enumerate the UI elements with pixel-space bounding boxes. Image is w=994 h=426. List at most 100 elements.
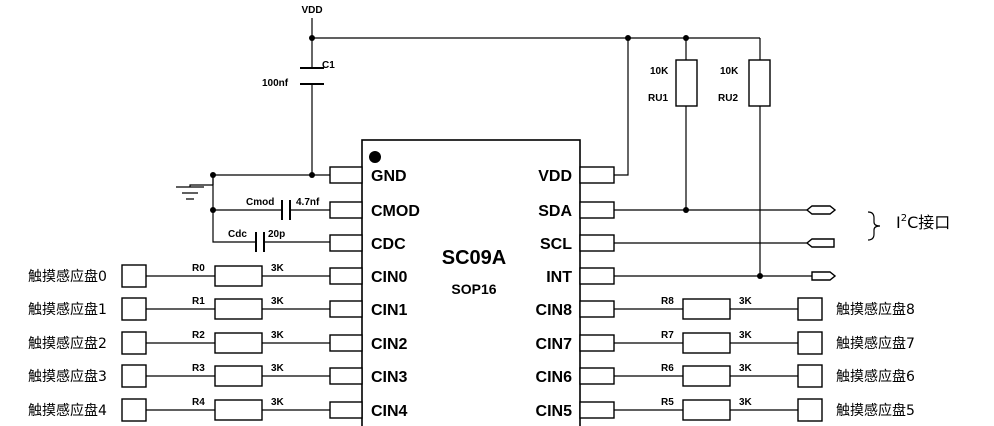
touch-channel-r0: R0 3K 触摸感应盘0 <box>28 263 330 288</box>
touch-channel-r3: R3 3K 触摸感应盘3 <box>28 363 330 388</box>
touch-pad-icon <box>797 297 823 321</box>
junction-dot <box>309 35 315 41</box>
ru2-name: RU2 <box>718 93 738 104</box>
resistor-name: R3 <box>192 363 205 374</box>
pin-label-cin4: CIN4 <box>371 403 408 420</box>
resistor-r1 <box>214 298 263 320</box>
resistor-value: 3K <box>739 296 753 307</box>
vdd-supply-label: VDD <box>301 5 322 16</box>
capacitor-cdc <box>250 232 330 252</box>
touch-pad-label: 触摸感应盘2 <box>28 335 107 352</box>
resistor-name: R0 <box>192 263 205 274</box>
pin-label-vdd: VDD <box>538 168 572 185</box>
touch-pad-icon <box>121 398 147 422</box>
sda-connector-icon <box>805 205 837 215</box>
chip-package: SOP16 <box>451 281 496 297</box>
touch-pad-icon <box>121 331 147 355</box>
capacitor-cmod <box>278 200 330 220</box>
pin-label-gnd: GND <box>371 168 407 185</box>
junction-dot <box>683 35 689 41</box>
ru2-value: 10K <box>720 66 739 77</box>
touch-pad-label: 触摸感应盘7 <box>836 335 915 352</box>
resistor-r3 <box>214 365 263 387</box>
interface-brace-icon <box>867 211 881 241</box>
pin-stub-right-cin7 <box>579 334 615 352</box>
pin-label-scl: SCL <box>540 236 572 253</box>
resistor-value: 3K <box>739 363 753 374</box>
pin-stub-right-scl <box>579 234 615 252</box>
resistor-r0 <box>214 265 263 287</box>
resistor-name: R4 <box>192 397 205 408</box>
ic-body <box>361 139 581 426</box>
cdc-name: Cdc <box>228 229 247 240</box>
power-wiring <box>309 18 763 279</box>
touch-pad-label: 触摸感应盘4 <box>28 402 107 419</box>
i2c-interface-label: I2C接口 <box>896 213 950 232</box>
resistor-r6 <box>682 365 731 387</box>
ru1-name: RU1 <box>648 93 668 104</box>
touch-pad-label: 触摸感应盘1 <box>28 301 107 318</box>
pin-stub-right-sda <box>579 201 615 219</box>
pin-label-cin6: CIN6 <box>536 369 573 386</box>
pin-stub-left-cin2 <box>329 334 363 352</box>
junction-dot <box>625 35 631 41</box>
pin-label-cin3: CIN3 <box>371 369 408 386</box>
touch-pad-label: 触摸感应盘0 <box>28 268 107 285</box>
touch-pad-icon <box>797 331 823 355</box>
resistor-ru1 <box>675 59 698 107</box>
pin-label-int: INT <box>546 269 572 286</box>
resistor-r2 <box>214 332 263 354</box>
resistor-value: 3K <box>739 330 753 341</box>
pin-stub-left-cin4 <box>329 401 363 419</box>
touch-channel-r4: R4 3K 触摸感应盘4 <box>28 397 330 422</box>
ground-symbol <box>176 172 312 243</box>
resistor-r4 <box>214 399 263 421</box>
resistor-r8 <box>682 298 731 320</box>
touch-pad-label: 触摸感应盘6 <box>836 368 915 385</box>
pin-stub-right-int <box>579 267 615 285</box>
touch-pad-icon <box>797 364 823 388</box>
pin-label-cmod: CMOD <box>371 203 420 220</box>
pin-stub-left-gnd <box>329 166 363 184</box>
pin-label-cin1: CIN1 <box>371 302 408 319</box>
cmod-value: 4.7nf <box>296 197 320 208</box>
junction-dot <box>210 207 216 213</box>
pin-stub-right-vdd <box>579 166 615 184</box>
pin-label-cin7: CIN7 <box>536 336 573 353</box>
pin1-marker-dot <box>369 151 381 163</box>
i2c-bus <box>614 205 881 281</box>
junction-dot <box>210 172 216 178</box>
resistor-value: 3K <box>271 363 285 374</box>
resistor-value: 3K <box>739 397 753 408</box>
chip-name: SC09A <box>442 247 506 269</box>
resistor-value: 3K <box>271 263 285 274</box>
pin-stub-left-cin3 <box>329 367 363 385</box>
resistor-value: 3K <box>271 296 285 307</box>
touch-pad-label: 触摸感应盘5 <box>836 402 915 419</box>
resistor-ru2 <box>748 59 771 107</box>
cdc-value: 20p <box>268 229 285 240</box>
pin-stub-left-cin1 <box>329 300 363 318</box>
cmod-name: Cmod <box>246 197 274 208</box>
pin-label-cin2: CIN2 <box>371 336 408 353</box>
pin-label-cin5: CIN5 <box>536 403 573 420</box>
touch-pad-icon <box>121 364 147 388</box>
pin-stub-left-cin0 <box>329 267 363 285</box>
touch-pad-icon <box>797 398 823 422</box>
resistor-value: 3K <box>271 397 285 408</box>
capacitor-c1 <box>300 65 324 88</box>
resistor-value: 3K <box>271 330 285 341</box>
pin-label-cin0: CIN0 <box>371 269 408 286</box>
pin-stub-right-cin8 <box>579 300 615 318</box>
touch-pad-label: 触摸感应盘8 <box>836 301 915 318</box>
pin-label-sda: SDA <box>538 203 572 220</box>
touch-pad-label: 触摸感应盘3 <box>28 368 107 385</box>
pin-stub-left-cmod <box>329 201 363 219</box>
